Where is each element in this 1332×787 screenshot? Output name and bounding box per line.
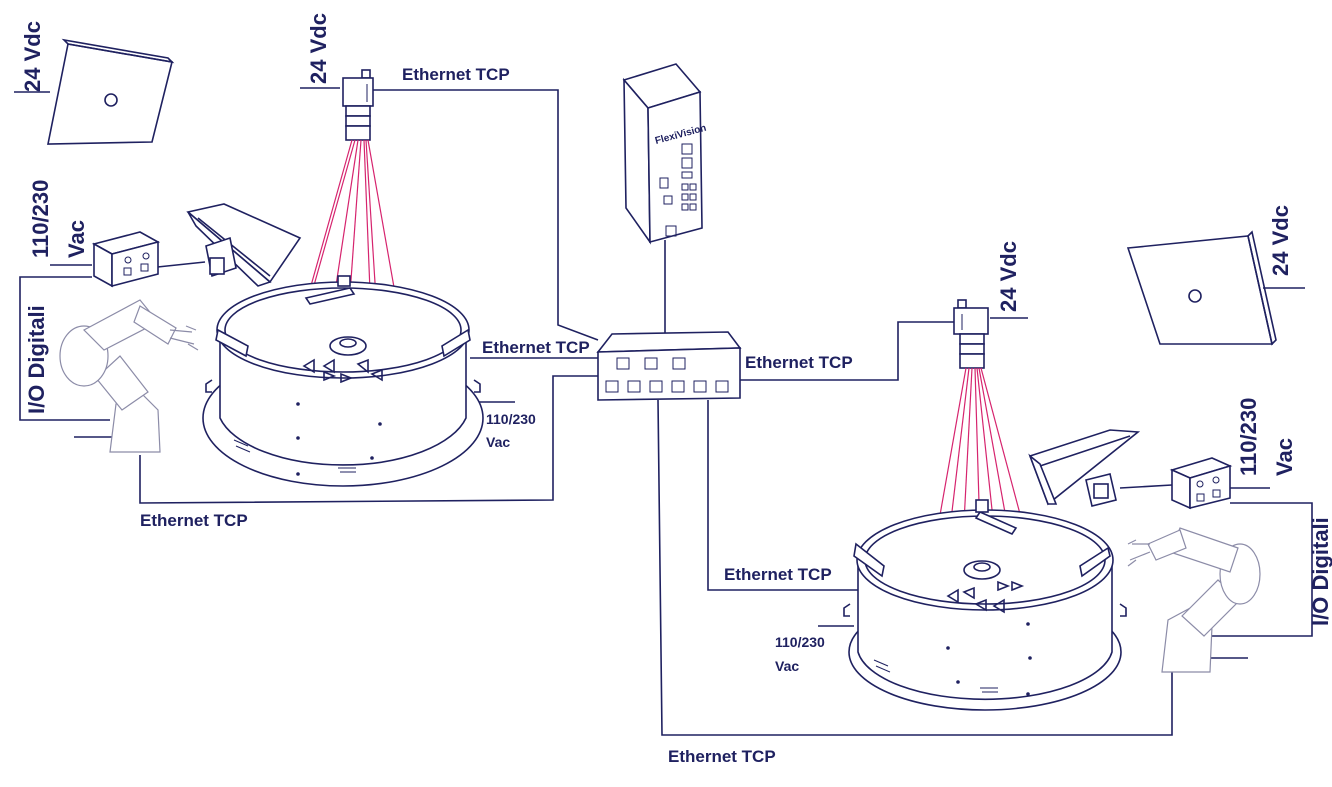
label-vac-box1-line1: 110/230 xyxy=(28,180,53,258)
label-eth-robot2: Ethernet TCP xyxy=(668,747,776,766)
wire-box2-hopper2 xyxy=(1119,484,1173,489)
controller: FlexiVision xyxy=(622,63,708,245)
robot-1 xyxy=(59,299,199,453)
wire-switch-camera2 xyxy=(740,321,955,381)
wire-io-right xyxy=(1210,502,1313,637)
label-vac-box2-line2: Vac xyxy=(1272,438,1297,476)
label-vac-feeder2-line1: 110/230 xyxy=(775,634,825,650)
label-24v-panel2: 24 Vdc xyxy=(1268,205,1293,276)
label-eth-camera1: Ethernet TCP xyxy=(402,65,510,84)
label-eth-camera2: Ethernet TCP xyxy=(745,353,853,372)
power-box-2 xyxy=(1169,457,1233,510)
label-vac-feeder1-line2: Vac xyxy=(486,434,510,450)
backlight-panel-2 xyxy=(1126,230,1277,346)
label-vac-feeder1-line1: 110/230 xyxy=(486,411,536,427)
label-io-right: I/O Digitali xyxy=(1308,517,1332,626)
label-vac-feeder2-line2: Vac xyxy=(775,658,799,674)
switch-ports xyxy=(605,357,729,393)
ethernet-switch xyxy=(596,331,742,401)
wire-io-left xyxy=(19,276,110,421)
label-vac-box2-line1: 110/230 xyxy=(1236,398,1261,476)
label-eth-feeder2: Ethernet TCP xyxy=(724,565,832,584)
wire-switch-feeder2 xyxy=(707,400,858,591)
wire-switch-robot2 xyxy=(657,399,1173,736)
camera-1 xyxy=(342,69,374,141)
wire-switch-robot1 xyxy=(139,375,598,504)
wires xyxy=(19,89,1313,736)
labels: Ethernet TCP Ethernet TCP Ethernet TCP E… xyxy=(20,13,1332,766)
feeder-2 xyxy=(843,499,1127,711)
label-24v-camera2: 24 Vdc xyxy=(996,241,1021,312)
feeder-1 xyxy=(202,275,484,487)
label-24v-camera1: 24 Vdc xyxy=(306,13,331,84)
label-vac-box1-line2: Vac xyxy=(64,220,89,258)
power-arrows xyxy=(14,87,1305,659)
label-eth-feeder1: Ethernet TCP xyxy=(482,338,590,357)
label-24v-panel1: 24 Vdc xyxy=(20,21,45,92)
power-box-1 xyxy=(91,231,161,288)
label-eth-robot1: Ethernet TCP xyxy=(140,511,248,530)
wire-camera1-switch xyxy=(372,89,599,341)
backlight-panel-1 xyxy=(47,38,175,145)
robot-2 xyxy=(1127,527,1261,673)
camera-2 xyxy=(953,299,989,369)
hopper-1 xyxy=(186,203,302,287)
label-io-left: I/O Digitali xyxy=(24,305,49,414)
hopper-2 xyxy=(1028,429,1141,507)
